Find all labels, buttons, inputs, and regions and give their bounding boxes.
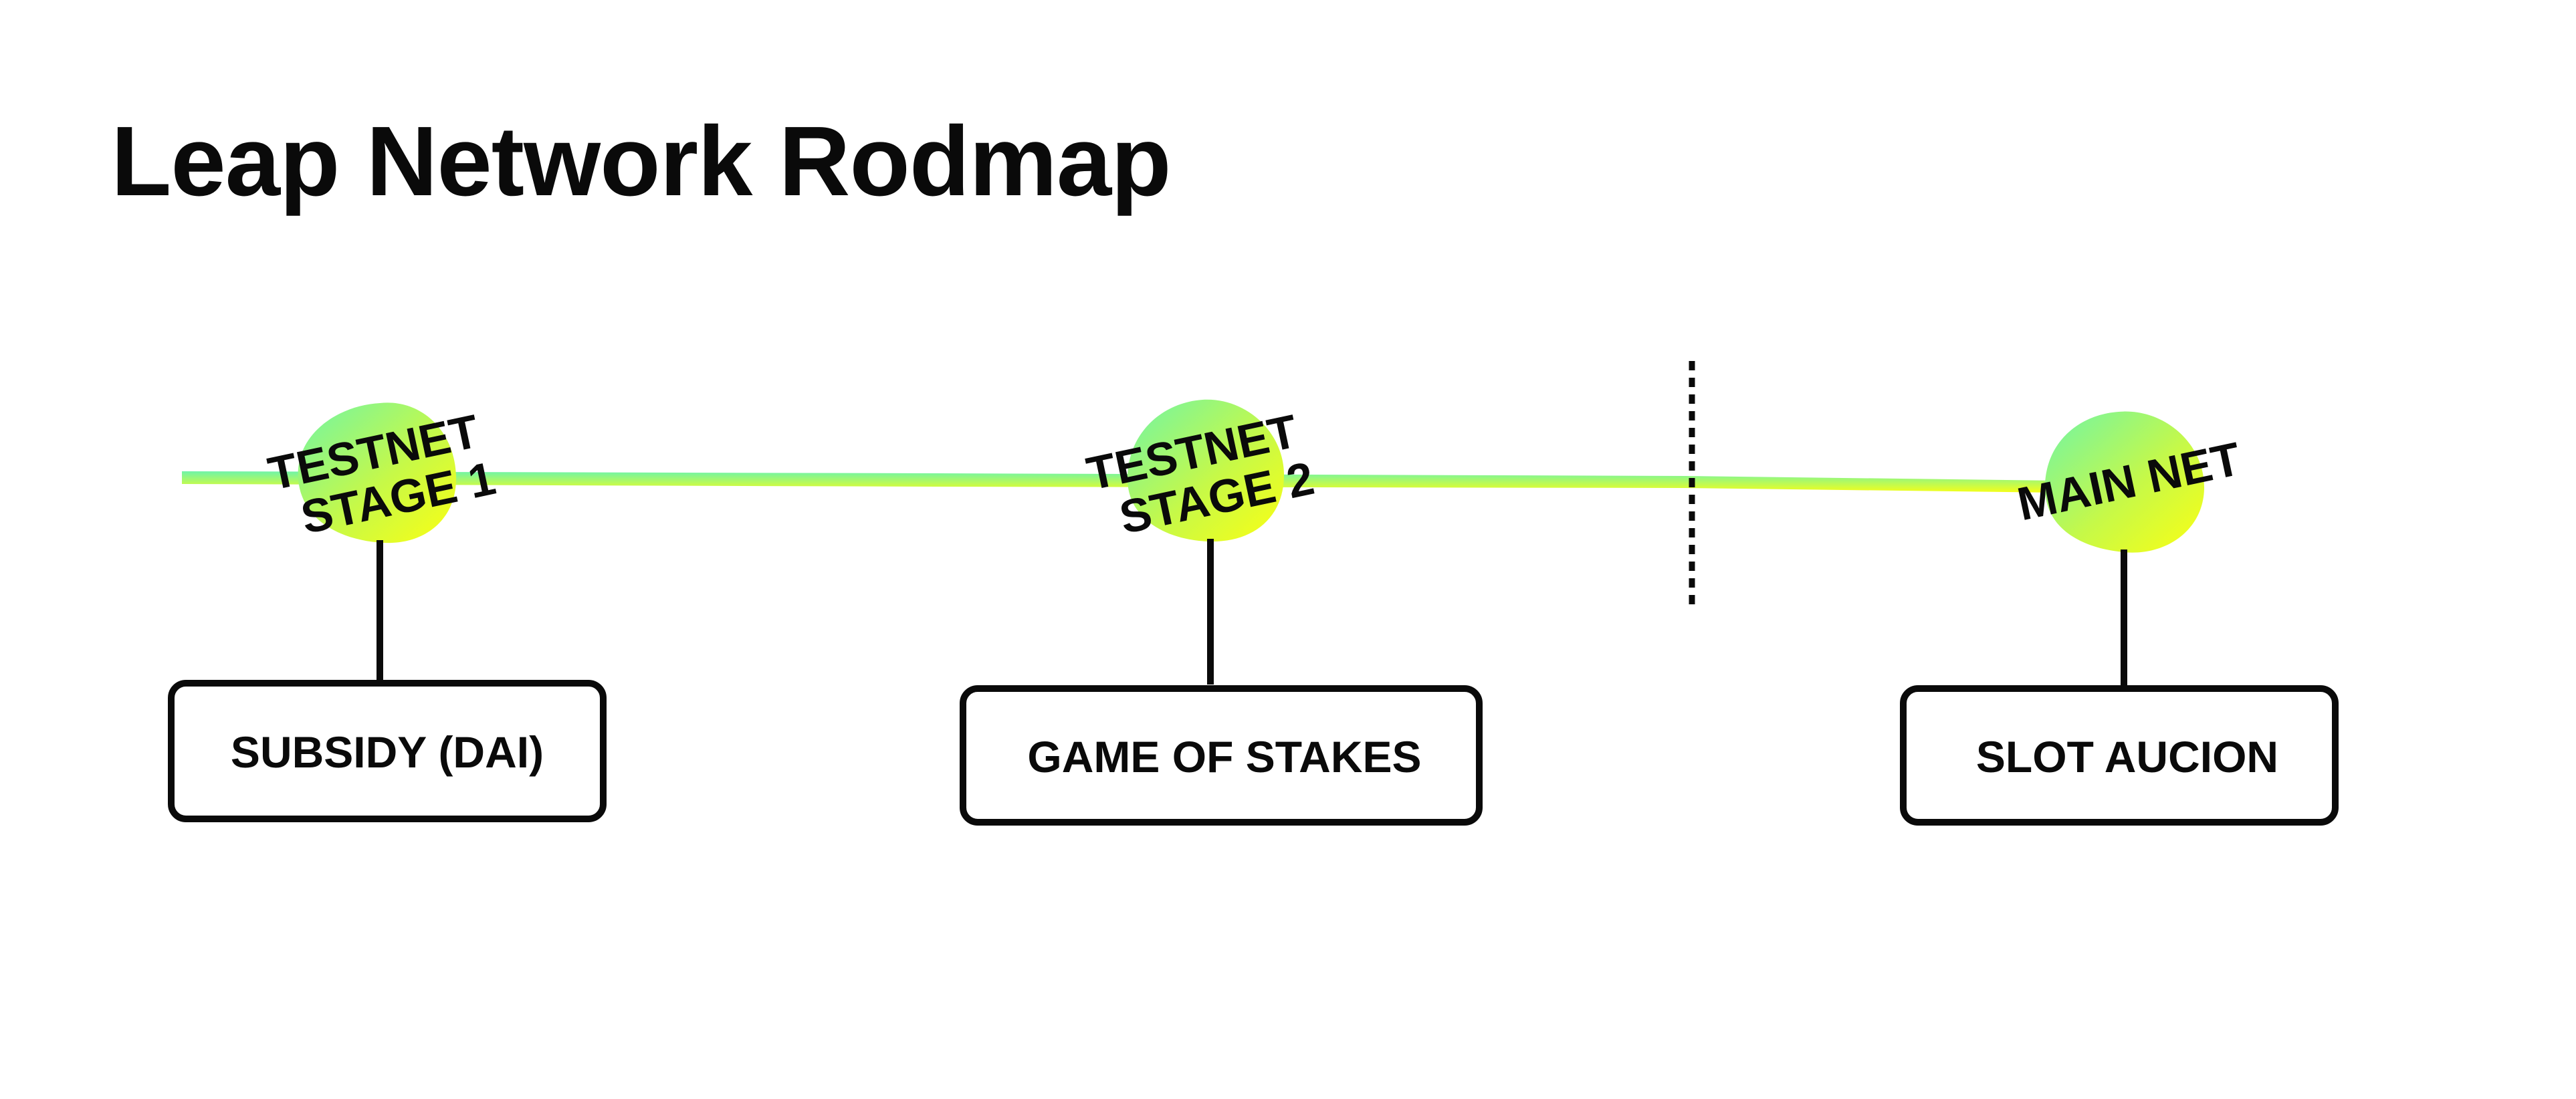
milestone-testnet-stage-1: TESTNET STAGE 1 SUBSIDY (DAI) [168,402,607,822]
stage-blob [2044,411,2205,553]
feature-label: GAME OF STAKES [1027,732,1421,781]
feature-label: SLOT AUCION [1976,732,2278,781]
milestone-testnet-stage-2: TESTNET STAGE 2 GAME OF STAKES [960,399,1483,826]
feature-box [960,685,1483,826]
stage-blob [298,402,457,543]
feature-box [1900,685,2339,826]
feature-label: SUBSIDY (DAI) [231,727,544,777]
feature-box [168,680,607,822]
milestone-main-net: MAIN NET SLOT AUCION [1900,411,2339,826]
page-title: Leap Network Rodmap [111,106,1172,217]
stage-blob [1128,399,1285,542]
